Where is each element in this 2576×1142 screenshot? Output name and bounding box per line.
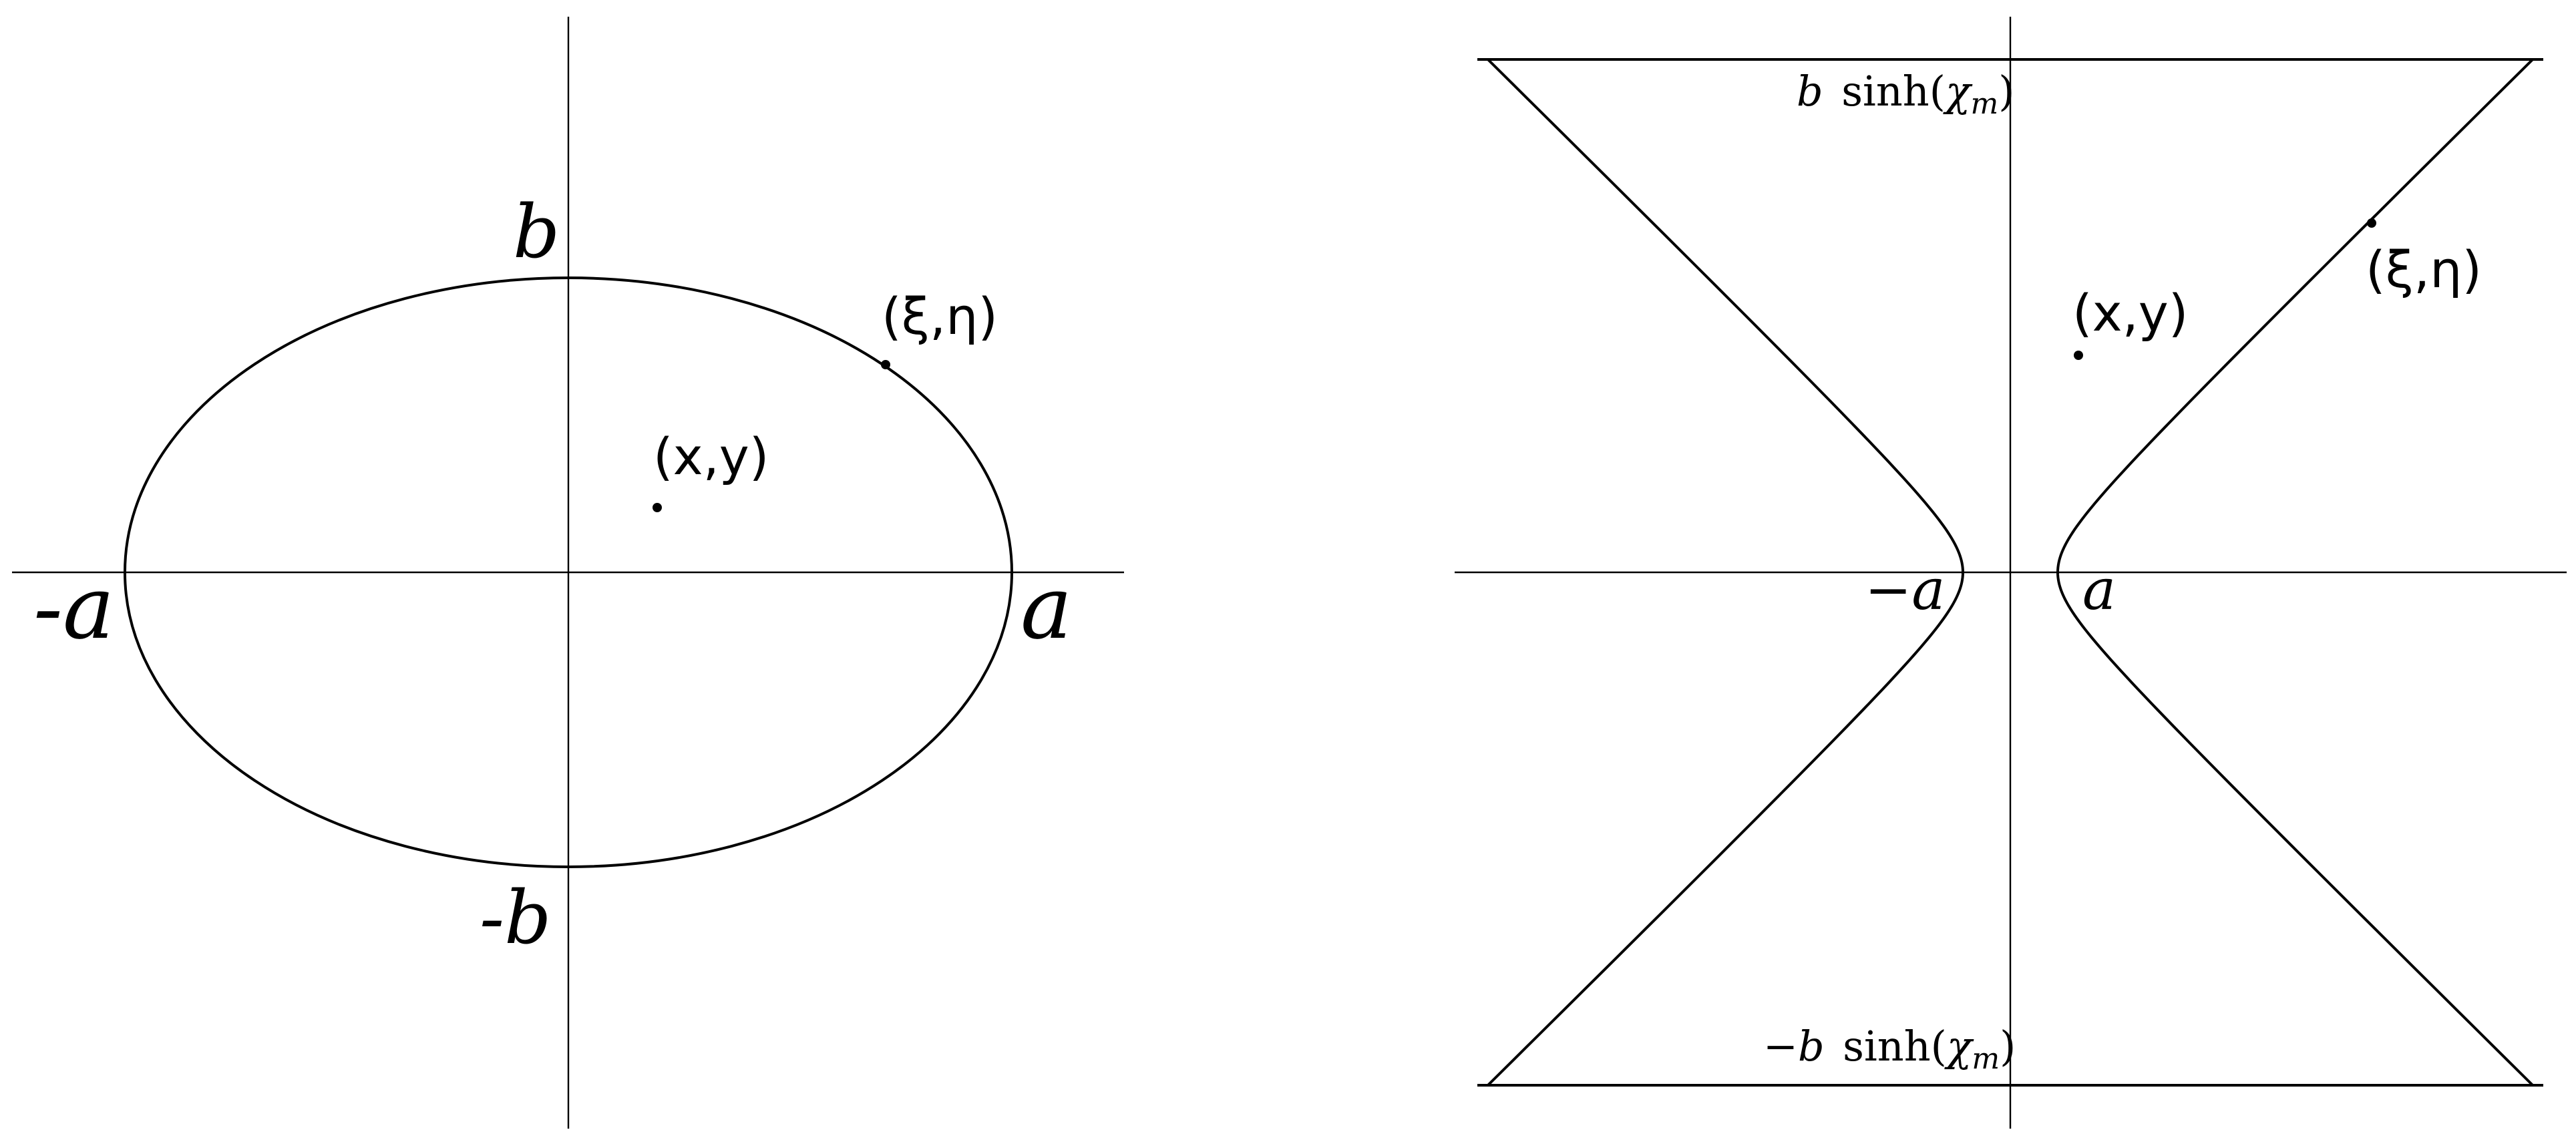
label-bottom-bound: −b sinh(χm) — [1763, 1022, 2016, 1076]
label-neg-a-right: −a — [1865, 557, 1945, 622]
interior-point — [653, 503, 662, 512]
right-panel: (ξ,η) (x,y) −a a b sinh(χm) −b sinh(χm) — [1455, 17, 2567, 1129]
label-b-top: b — [513, 189, 560, 274]
boundary-point — [881, 360, 890, 369]
label-boundary-point: (ξ,η) — [882, 287, 998, 346]
label-a-right: a — [2082, 557, 2116, 622]
label-neg-a: -a — [33, 557, 114, 658]
label-a: a — [1021, 557, 1073, 658]
label-interior-point-right: (x,y) — [2072, 283, 2188, 343]
left-panel: b -b -a a (ξ,η) (x,y) — [12, 17, 1124, 1129]
label-top-bound: b sinh(χm) — [1797, 67, 2014, 121]
label-neg-b: -b — [480, 875, 552, 960]
label-boundary-point-right: (ξ,η) — [2366, 240, 2482, 299]
label-interior-point: (x,y) — [653, 427, 769, 486]
interior-point-right — [2074, 351, 2083, 360]
hyperbola-right-branch — [2056, 58, 2534, 1087]
ellipse-curve — [124, 276, 1013, 868]
boundary-point-right — [2367, 218, 2376, 228]
hyperbola-left-branch — [1487, 58, 1965, 1087]
